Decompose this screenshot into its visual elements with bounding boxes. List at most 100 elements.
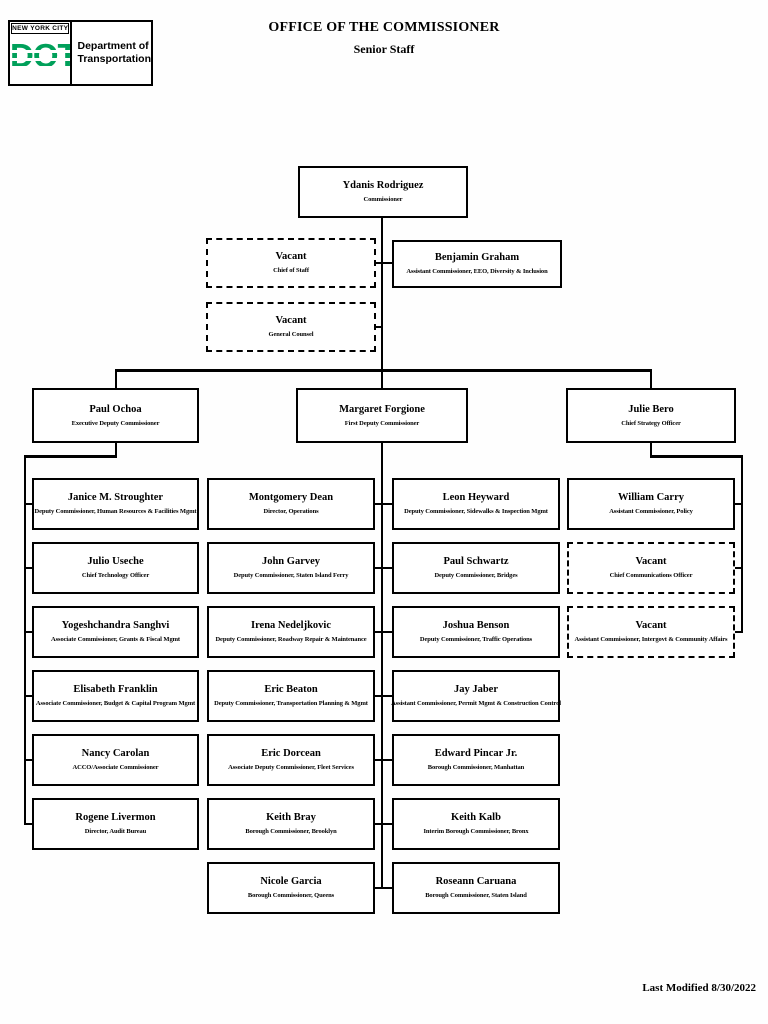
connector-line bbox=[375, 823, 392, 825]
person-title: Deputy Commissioner, Sidewalks & Inspect… bbox=[404, 508, 548, 515]
node-eric-dorcean: Eric Dorcean Associate Deputy Commission… bbox=[207, 734, 375, 786]
connector-line bbox=[650, 443, 652, 457]
person-title: Commissioner bbox=[363, 196, 403, 203]
page-subtitle: Senior Staff bbox=[353, 42, 415, 56]
person-name: Jay Jaber bbox=[453, 684, 499, 695]
nyc-dot-logo: NEW YORK CITY DOT Department of Transpor… bbox=[8, 20, 153, 86]
connector-line bbox=[24, 759, 33, 761]
person-name: Yogeshchandra Sanghvi bbox=[61, 620, 170, 631]
logo-stripe bbox=[10, 66, 71, 69]
person-name: Roseann Caruana bbox=[435, 876, 517, 887]
logo-city-label: NEW YORK CITY bbox=[11, 23, 70, 34]
person-name: John Garvey bbox=[261, 556, 321, 567]
person-title: Assistant Commissioner, Permit Mgmt & Co… bbox=[391, 700, 561, 707]
person-title: Deputy Commissioner, Human Resources & F… bbox=[34, 508, 197, 515]
person-name: Vacant bbox=[275, 315, 307, 326]
person-title: Borough Commissioner, Queens bbox=[247, 892, 335, 899]
connector-line bbox=[650, 455, 743, 458]
person-name: Vacant bbox=[635, 556, 667, 567]
node-edward-pincar: Edward Pincar Jr. Borough Commissioner, … bbox=[392, 734, 560, 786]
node-roseann-caruana: Roseann Caruana Borough Commissioner, St… bbox=[392, 862, 560, 914]
connector-line bbox=[375, 567, 392, 569]
connector-line bbox=[24, 503, 33, 505]
node-benjamin-graham: Benjamin Graham Assistant Commissioner, … bbox=[392, 240, 562, 288]
node-keith-kalb: Keith Kalb Interim Borough Commissioner,… bbox=[392, 798, 560, 850]
connector-line bbox=[375, 887, 392, 889]
person-title: Executive Deputy Commissioner bbox=[71, 419, 160, 427]
person-title: Assistant Commissioner, Policy bbox=[609, 508, 693, 515]
node-chief-of-staff-vacant: Vacant Chief of Staff bbox=[206, 238, 376, 288]
connector-line bbox=[376, 262, 394, 264]
person-title: Associate Commissioner, Grants & Fiscal … bbox=[51, 636, 180, 643]
logo-stripe bbox=[10, 50, 71, 53]
person-title: ACCO/Associate Commissioner bbox=[72, 764, 159, 771]
connector-line bbox=[115, 369, 652, 372]
person-name: Julie Bero bbox=[628, 403, 674, 415]
person-title: Borough Commissioner, Manhattan bbox=[427, 764, 525, 771]
person-name: Margaret Forgione bbox=[339, 403, 425, 415]
person-title: Deputy Commissioner, Staten Island Ferry bbox=[233, 572, 349, 579]
person-name: Elisabeth Franklin bbox=[73, 684, 158, 695]
logo-dept-line1: Department of bbox=[77, 40, 149, 52]
node-chief-communications-vacant: Vacant Chief Communications Officer bbox=[567, 542, 735, 594]
person-title: First Deputy Commissioner bbox=[344, 419, 420, 427]
connector-line bbox=[735, 503, 743, 505]
connector-line bbox=[375, 759, 392, 761]
node-julio-useche: Julio Useche Chief Technology Officer bbox=[32, 542, 199, 594]
connector-line bbox=[24, 631, 33, 633]
connector-line bbox=[381, 218, 383, 371]
connector-line bbox=[375, 631, 392, 633]
node-leon-heyward: Leon Heyward Deputy Commissioner, Sidewa… bbox=[392, 478, 560, 530]
node-william-carry: William Carry Assistant Commissioner, Po… bbox=[567, 478, 735, 530]
person-title: Chief of Staff bbox=[273, 267, 309, 274]
person-name: Julio Useche bbox=[87, 556, 144, 567]
connector-line bbox=[375, 503, 392, 505]
person-name: Eric Beaton bbox=[264, 684, 318, 695]
node-yogeshchandra-sanghvi: Yogeshchandra Sanghvi Associate Commissi… bbox=[32, 606, 199, 658]
person-name: William Carry bbox=[617, 492, 684, 503]
page-title: OFFICE OF THE COMMISSIONER bbox=[268, 20, 500, 35]
connector-line bbox=[24, 567, 33, 569]
connector-line bbox=[24, 823, 33, 825]
page-title-block: OFFICE OF THE COMMISSIONER Senior Staff bbox=[0, 20, 768, 57]
node-nancy-carolan: Nancy Carolan ACCO/Associate Commissione… bbox=[32, 734, 199, 786]
connector-line bbox=[735, 631, 743, 633]
node-julie-bero: Julie Bero Chief Strategy Officer bbox=[566, 388, 736, 443]
node-montgomery-dean: Montgomery Dean Director, Operations bbox=[207, 478, 375, 530]
person-title: Chief Strategy Officer bbox=[621, 419, 681, 427]
node-margaret-forgione: Margaret Forgione First Deputy Commissio… bbox=[296, 388, 468, 443]
person-name: Benjamin Graham bbox=[434, 252, 520, 263]
person-title: Associate Commissioner, Budget & Capital… bbox=[35, 700, 196, 707]
person-title: Borough Commissioner, Brooklyn bbox=[245, 828, 337, 835]
connector-line bbox=[115, 443, 117, 457]
node-irena-nedeljkovic: Irena Nedeljkovic Deputy Commissioner, R… bbox=[207, 606, 375, 658]
person-name: Rogene Livermon bbox=[75, 812, 156, 823]
connector-line bbox=[24, 695, 33, 697]
dot-logo-mark: NEW YORK CITY DOT bbox=[10, 22, 73, 84]
logo-stripe bbox=[10, 58, 71, 61]
person-name: Montgomery Dean bbox=[248, 492, 334, 503]
logo-department-text: Department of Transportation bbox=[72, 22, 151, 84]
person-name: Janice M. Stroughter bbox=[67, 492, 164, 503]
person-title: Director, Audit Bureau bbox=[84, 828, 147, 835]
node-rogene-livermon: Rogene Livermon Director, Audit Bureau bbox=[32, 798, 199, 850]
person-name: Ydanis Rodriguez bbox=[342, 180, 424, 191]
logo-dept-line2: Transportation bbox=[77, 53, 151, 65]
person-title: Director, Operations bbox=[263, 508, 319, 515]
node-jay-jaber: Jay Jaber Assistant Commissioner, Permit… bbox=[391, 670, 561, 722]
node-eric-beaton: Eric Beaton Deputy Commissioner, Transpo… bbox=[207, 670, 375, 722]
connector-line bbox=[741, 455, 743, 633]
person-name: Irena Nedeljkovic bbox=[250, 620, 331, 631]
person-title: Chief Communications Officer bbox=[609, 572, 693, 579]
person-name: Nancy Carolan bbox=[81, 748, 150, 759]
person-name: Keith Bray bbox=[266, 812, 316, 823]
node-paul-ochoa: Paul Ochoa Executive Deputy Commissioner bbox=[32, 388, 199, 443]
node-janice-stroughter: Janice M. Stroughter Deputy Commissioner… bbox=[32, 478, 199, 530]
connector-line bbox=[381, 443, 383, 889]
person-name: Keith Kalb bbox=[451, 812, 501, 823]
person-title: Interim Borough Commissioner, Bronx bbox=[423, 828, 529, 835]
connector-line bbox=[381, 369, 383, 388]
node-general-counsel-vacant: Vacant General Counsel bbox=[206, 302, 376, 352]
person-name: Leon Heyward bbox=[442, 492, 510, 503]
